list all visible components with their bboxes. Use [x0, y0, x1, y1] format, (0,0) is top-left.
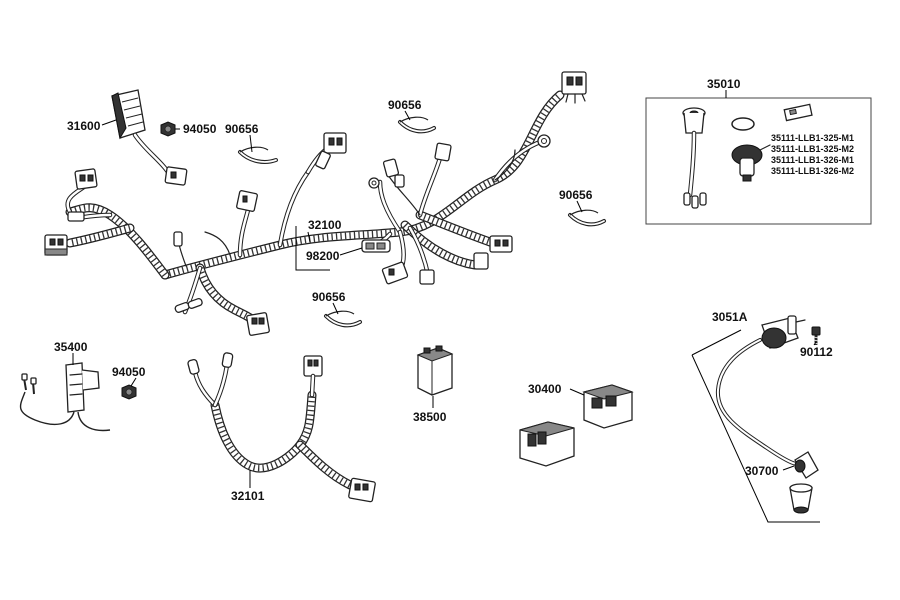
- connector-right-upper: [434, 142, 452, 162]
- part-labels: 31600 94050 90656 90656 90656 90656 3210…: [54, 77, 833, 503]
- high-tension-lead: [715, 338, 804, 467]
- label-98200: 98200: [306, 249, 340, 263]
- connector-top-right: [561, 71, 587, 104]
- label-90656-d: 90656: [312, 290, 346, 304]
- regulator-31600: [111, 89, 188, 186]
- cable-tie-90656-c: [568, 209, 606, 227]
- connector-bullet-left: [174, 297, 203, 313]
- label-31600: 31600: [67, 119, 101, 133]
- label-30400: 30400: [528, 382, 562, 396]
- label-90656-c: 90656: [559, 188, 593, 202]
- bolt-90112: [811, 326, 821, 345]
- kit-code-2: 35111-LLB1-325-M2: [771, 144, 854, 154]
- fuse-holder: [315, 150, 331, 170]
- connector-upper-mid: [323, 132, 347, 154]
- connector-right-lower: [473, 252, 489, 270]
- label-90656-b: 90656: [388, 98, 422, 112]
- connector-small-tab: [173, 231, 183, 247]
- cdi-unit-lower: [519, 421, 575, 467]
- harness-branch-lower: [195, 263, 260, 327]
- connector-left-mid: [67, 211, 85, 222]
- label-30700: 30700: [745, 464, 779, 478]
- connector-lower-block: [246, 312, 270, 336]
- connector-center-lower: [381, 261, 435, 285]
- kit-code-3: 35111-LLB1-326-M1: [771, 155, 854, 165]
- kit-code-1: 35111-LLB1-325-M1: [771, 133, 854, 143]
- label-38500: 38500: [413, 410, 447, 424]
- flasher-relay-38500: [416, 345, 454, 396]
- main-wiring-harness-32100: [44, 71, 587, 336]
- connector-right-block: [489, 235, 513, 253]
- o-ring: [731, 117, 755, 131]
- sub-harness-connector-top: [303, 355, 323, 398]
- seat-lock: [731, 144, 771, 182]
- leader-lines: [72, 90, 817, 488]
- cable-tie-90656-d: [324, 310, 362, 328]
- ring-terminal-right: [537, 134, 551, 148]
- label-32101: 32101: [231, 489, 265, 503]
- connector-left-top: [74, 168, 98, 190]
- nut-94050-lower: [121, 384, 137, 400]
- connector-center-small: [382, 158, 405, 188]
- cable-tie-90656-a: [238, 146, 278, 164]
- label-94050-lower: 94050: [112, 365, 146, 379]
- cdi-unit-30400: [519, 384, 634, 467]
- key-tag: [783, 103, 813, 122]
- label-94050-top: 94050: [183, 122, 217, 136]
- connector-left-low: [44, 234, 68, 256]
- relay-holder-98200: [361, 239, 391, 253]
- cdi-unit-upper: [582, 384, 634, 429]
- harness-connectors: [44, 71, 587, 336]
- sub-harness-32101: [187, 352, 376, 503]
- label-3051A: 3051A: [712, 310, 748, 324]
- label-90112: 90112: [800, 345, 833, 359]
- label-35400: 35400: [54, 340, 88, 354]
- ring-terminal-center: [368, 177, 380, 189]
- cable-tie-90656-b: [398, 116, 436, 134]
- ignition-coil: [761, 315, 806, 349]
- kit-code-list: 35111-LLB1-325-M1 35111-LLB1-325-M2 3511…: [771, 133, 854, 176]
- key-set-35010: 35111-LLB1-325-M1 35111-LLB1-325-M2 3511…: [645, 97, 872, 225]
- sub-harness-connector-bottom: [348, 477, 376, 503]
- ignition-switch: [682, 107, 707, 209]
- sensor-35400: [19, 362, 111, 432]
- spark-plug-cap-30700: [789, 451, 819, 514]
- ignition-coil-3051A: [691, 315, 820, 523]
- kit-code-4: 35111-LLB1-326-M2: [771, 166, 854, 176]
- nut-94050-top: [160, 121, 176, 137]
- label-90656-a: 90656: [225, 122, 259, 136]
- label-35010: 35010: [707, 77, 741, 91]
- harness-thin-wires: [65, 139, 543, 315]
- connector-center-upper: [236, 190, 258, 212]
- label-32100: 32100: [308, 218, 342, 232]
